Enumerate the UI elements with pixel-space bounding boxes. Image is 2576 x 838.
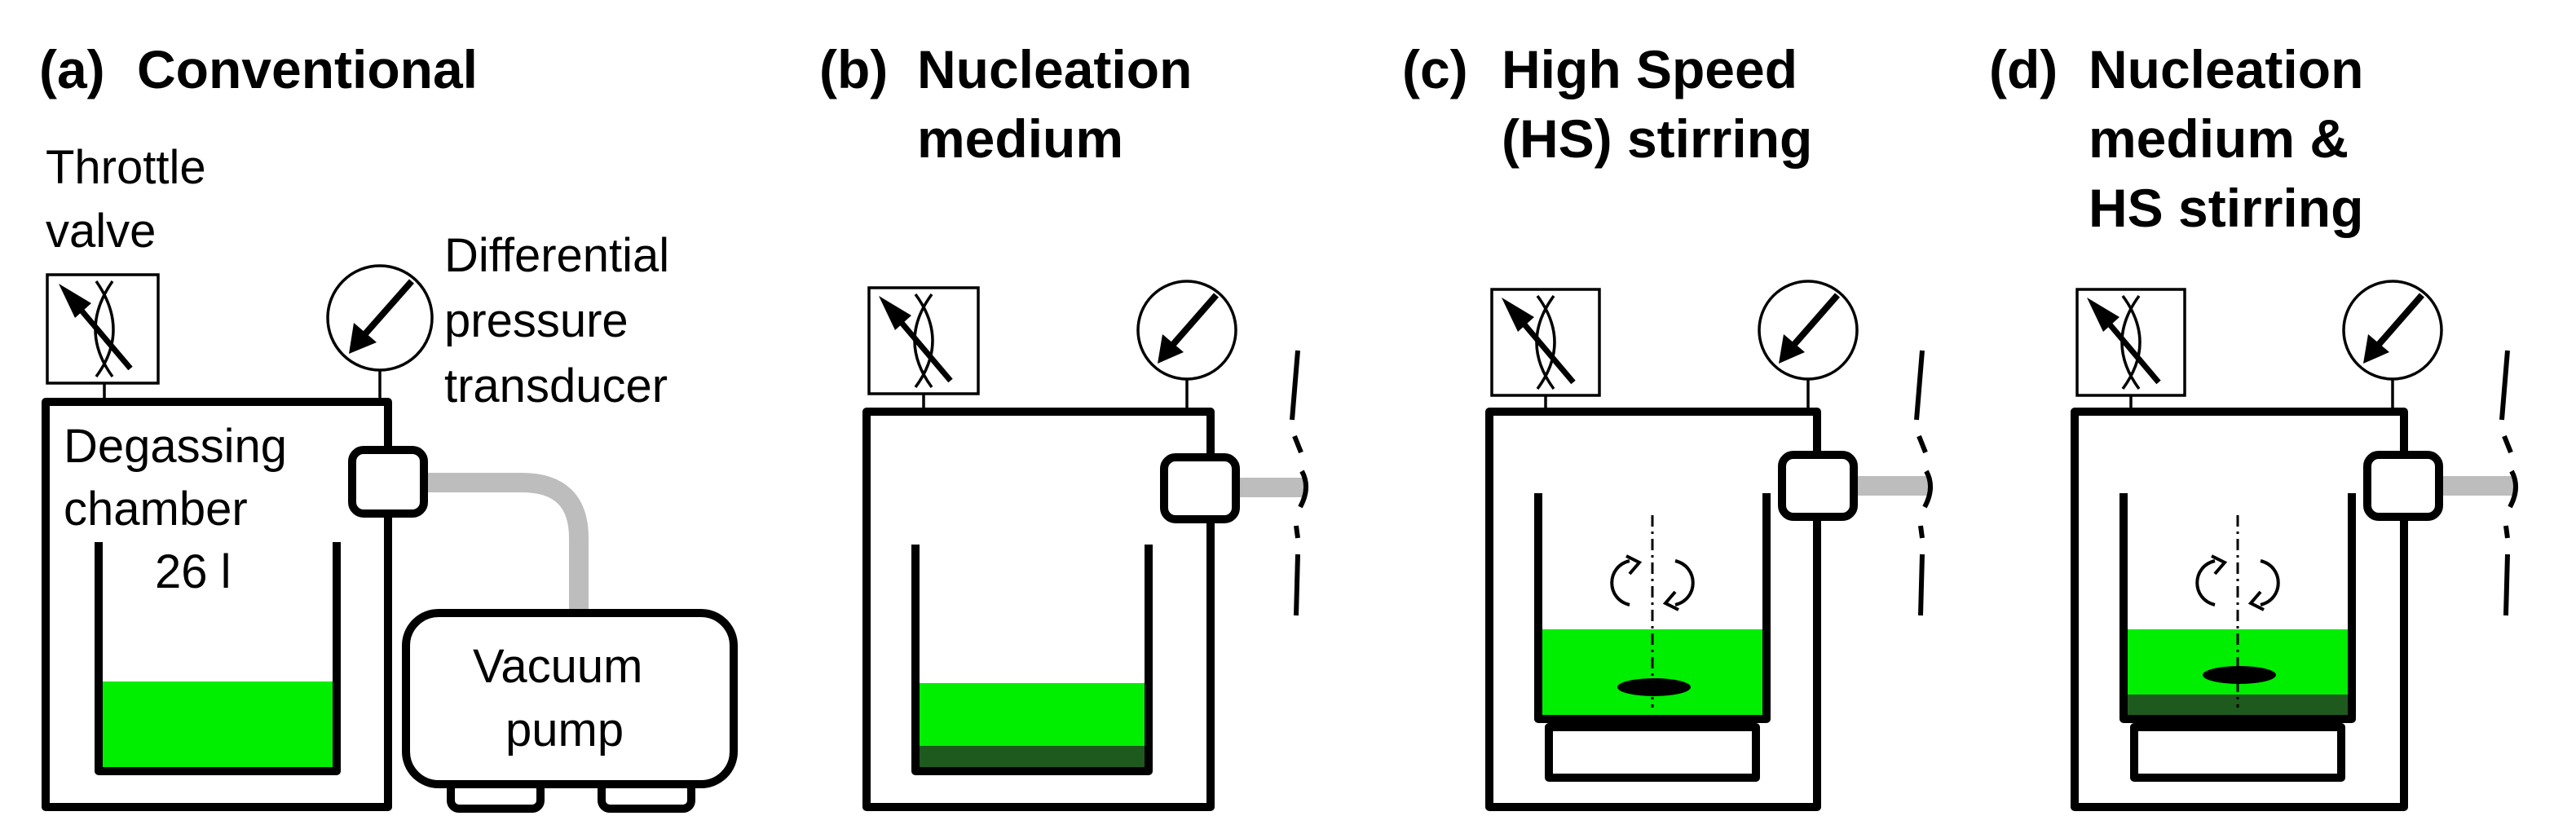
panel-d-title-line-2: medium & — [2089, 108, 2349, 169]
panel-b-title-line-1: Nucleation — [917, 39, 1192, 99]
pressure-transducer-port — [348, 446, 428, 518]
stirrer-bar — [2203, 666, 2276, 684]
panel-d-letter: (d) — [1989, 39, 2058, 99]
pressure-transducer-label-line-3: transducer — [444, 359, 668, 412]
panel-b-letter: (b) — [819, 39, 888, 99]
throttle-valve-icon — [867, 286, 980, 412]
stirring-rotation-icon — [2195, 515, 2280, 708]
stirrer-base — [1545, 723, 1760, 782]
chamber-label-line-2: chamber — [64, 483, 248, 536]
throttle-valve-icon — [1490, 288, 1601, 412]
pressure-transducer-label-line-2: pressure — [444, 294, 629, 347]
pressure-gauge-icon — [1136, 280, 1237, 412]
liquid-melt — [920, 683, 1145, 746]
pressure-gauge-icon — [2342, 280, 2443, 412]
panel-a-letter: (a) — [39, 39, 105, 99]
crucible — [2119, 493, 2356, 723]
chamber-label-line-1: Degassing — [64, 420, 287, 473]
panel-a: (a) Conventional Throttle valve Differen… — [39, 39, 738, 813]
pressure-transducer-port — [1160, 453, 1240, 523]
throttle-valve-icon — [46, 273, 160, 402]
throttle-valve-icon — [2075, 288, 2186, 412]
degassing-chamber — [42, 398, 392, 811]
vacuum-pipe — [424, 473, 589, 613]
panel-c-title-line-2: (HS) stirring — [1502, 108, 1812, 169]
nucleation-medium-layer — [920, 746, 1145, 767]
vacuum-pump-label-line-1: Vacuum — [473, 640, 642, 693]
stirring-rotation-icon — [1610, 515, 1695, 708]
panel-d: (d) Nucleation medium & HS stirring — [1989, 39, 2518, 811]
degassing-chamber — [2071, 408, 2408, 811]
crucible — [95, 542, 341, 775]
panel-b-title-line-2: medium — [917, 108, 1123, 169]
vacuum-pump — [402, 609, 738, 788]
pressure-transducer-port — [2363, 451, 2443, 521]
pressure-transducer-label-line-1: Differential — [444, 229, 669, 282]
pressure-gauge-icon — [1758, 280, 1859, 412]
stirrer-bar — [1617, 678, 1691, 696]
liquid-melt — [103, 681, 333, 767]
panel-d-title-line-1: Nucleation — [2089, 39, 2363, 99]
crucible — [1534, 493, 1771, 723]
panel-c: (c) High Speed (HS) stirring — [1402, 39, 1933, 811]
throttle-valve-label-line-1: Throttle — [46, 141, 206, 194]
panel-c-letter: (c) — [1402, 39, 1468, 99]
degassing-chamber — [1485, 408, 1821, 811]
degassing-chamber — [862, 408, 1215, 811]
stirrer-base — [2130, 723, 2345, 782]
crucible — [911, 545, 1153, 775]
pressure-transducer-port — [1778, 451, 1858, 521]
panel-d-title-line-3: HS stirring — [2089, 178, 2363, 238]
pressure-gauge-icon — [326, 264, 434, 402]
panel-c-title-line-1: High Speed — [1502, 39, 1797, 99]
vacuum-pump-label-line-2: pump — [505, 703, 624, 756]
panel-b: (b) Nucleation medium — [819, 39, 1308, 811]
throttle-valve-label-line-2: valve — [46, 205, 156, 258]
chamber-label-line-3: 26 l — [155, 545, 232, 598]
panel-a-title-line-1: Conventional — [137, 39, 478, 99]
